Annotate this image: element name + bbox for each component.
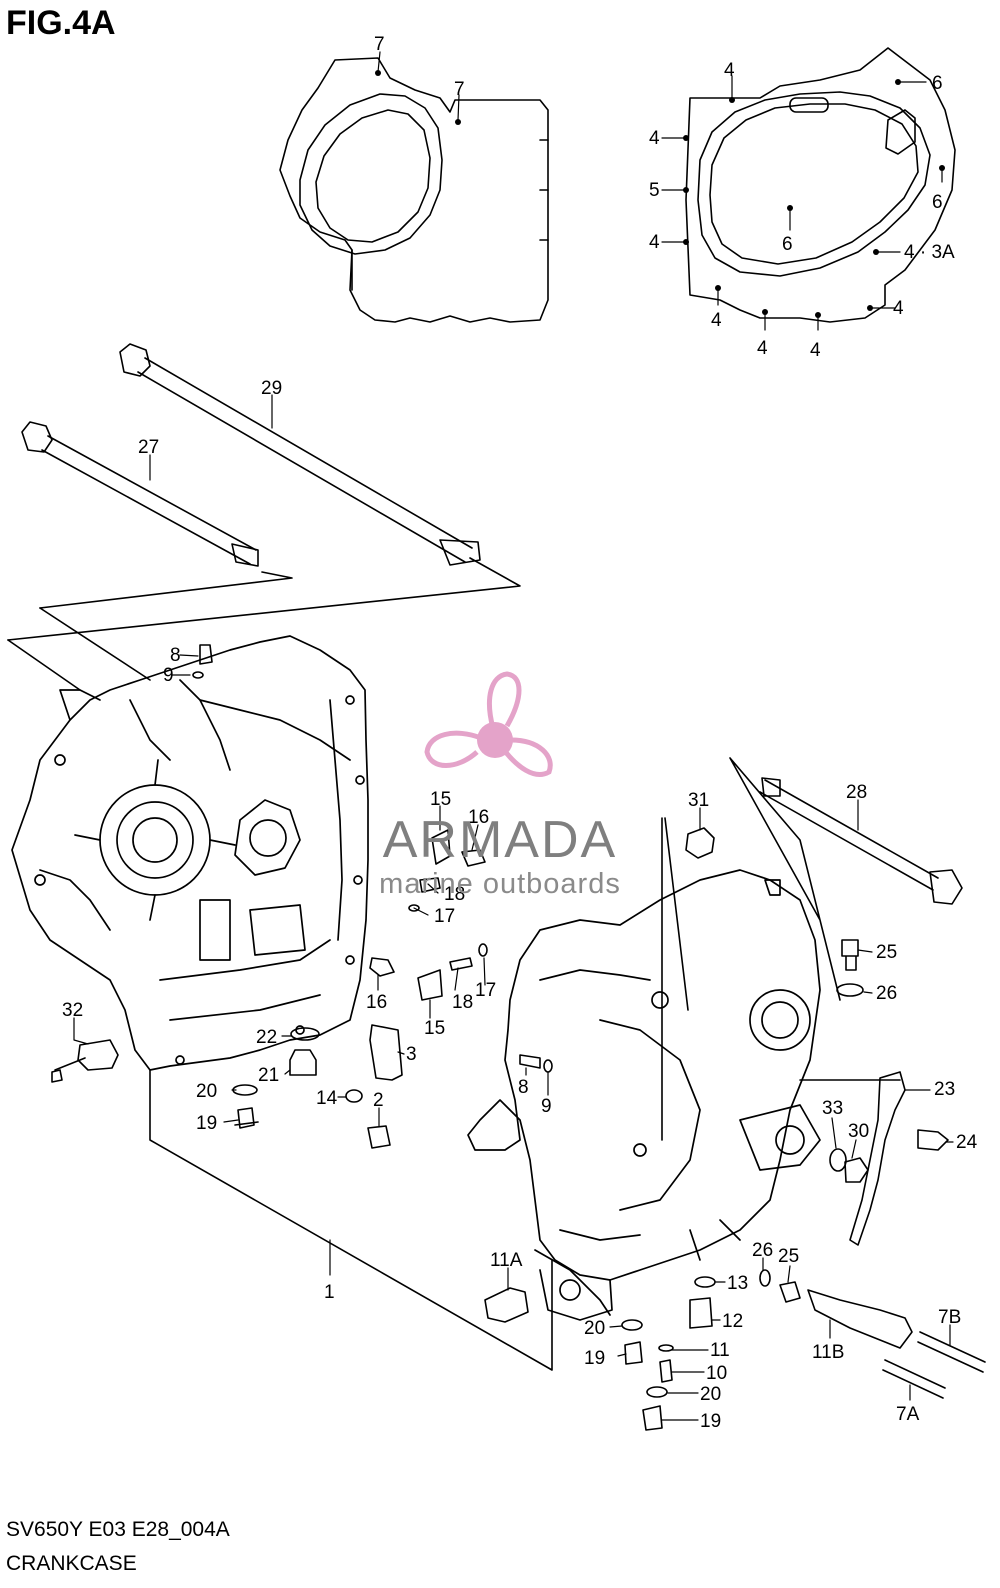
callout-label: 4	[757, 338, 768, 359]
callout-label: 7B	[938, 1307, 961, 1328]
diagram-name: CRANKCASE	[6, 1552, 137, 1575]
callout-label: 18	[444, 884, 465, 905]
small-parts-right	[484, 827, 986, 1431]
callout-label: 14	[316, 1088, 338, 1109]
bolt-28	[759, 777, 963, 905]
callout-label: 20	[196, 1081, 217, 1102]
callout-label: 29	[261, 378, 282, 399]
callout-label: 33	[822, 1098, 843, 1119]
callout-label: 26	[876, 983, 897, 1004]
callout-label: 11B	[812, 1342, 844, 1363]
callout-label: 13	[727, 1273, 748, 1294]
callout-label: 20	[700, 1384, 721, 1405]
callout-label: 19	[196, 1113, 217, 1134]
watermark-brand: ARMADA	[382, 811, 618, 869]
callout-label: 17	[475, 980, 496, 1001]
leader-lines	[73, 51, 954, 1421]
callout-label: 7A	[896, 1404, 920, 1425]
callout-label: 15	[430, 789, 451, 810]
watermark-tagline: marine outboards	[379, 868, 621, 900]
callout-label: 16	[468, 807, 489, 828]
callout-label: 15	[424, 1018, 445, 1039]
callout-label: 24	[956, 1132, 978, 1153]
callout-label: 25	[778, 1246, 799, 1267]
callout-label: 32	[62, 1000, 83, 1021]
callout-label: 21	[258, 1065, 279, 1086]
callout-label: 7	[454, 79, 465, 100]
bolt-29	[119, 343, 481, 566]
callout-label: 11	[710, 1340, 730, 1361]
callout-label: 18	[452, 992, 473, 1013]
callout-label: 22	[256, 1027, 277, 1048]
callout-label: 4	[810, 340, 821, 361]
callout-label: 6	[932, 73, 943, 94]
callout-label: 25	[876, 942, 897, 963]
callout-label: 11A	[490, 1250, 523, 1271]
callout-label: 26	[752, 1240, 773, 1261]
callout-label: 16	[366, 992, 387, 1013]
callout-label: 1	[324, 1282, 335, 1303]
callout-label: 4	[893, 298, 904, 319]
right-cover-gasket	[685, 47, 956, 323]
callout-label: 4	[649, 128, 660, 149]
small-parts-left	[51, 644, 488, 1149]
callout-label: 31	[688, 790, 709, 811]
callout-label: 5	[649, 180, 660, 201]
callout-label: 27	[138, 437, 159, 458]
left-crankcase-half	[11, 635, 369, 1071]
callout-label: 4	[724, 60, 735, 81]
callout-label: 19	[584, 1348, 605, 1369]
callout-label: 9	[541, 1096, 552, 1117]
callout-label: 28	[846, 782, 867, 803]
callout-label: 3	[406, 1044, 417, 1065]
armada-propeller-logo	[424, 671, 553, 777]
callout-label: 4 · 3A	[904, 242, 955, 263]
callout-label: 6	[782, 234, 793, 255]
bolt-27	[21, 421, 259, 567]
callout-label: 6	[932, 192, 943, 213]
callout-label: 7	[374, 34, 385, 55]
left-cover-gasket	[279, 57, 549, 323]
callout-label: 2	[373, 1090, 384, 1111]
callout-label: 10	[706, 1363, 727, 1384]
callout-label: 4	[649, 232, 660, 253]
callout-label: 20	[584, 1318, 605, 1339]
right-crankcase-half	[467, 869, 821, 1321]
callout-label: 9	[163, 665, 174, 686]
figure-title: FIG.4A	[6, 4, 116, 42]
diagram-code: SV650Y E03 E28_004A	[6, 1518, 230, 1541]
callout-label: 8	[170, 645, 181, 666]
callout-label: 23	[934, 1079, 955, 1100]
callout-label: 4	[711, 310, 722, 331]
callout-label: 19	[700, 1411, 721, 1432]
callout-label: 17	[434, 906, 455, 927]
callout-label: 30	[848, 1121, 869, 1142]
callout-label: 12	[722, 1311, 743, 1332]
callout-label: 8	[518, 1077, 529, 1098]
